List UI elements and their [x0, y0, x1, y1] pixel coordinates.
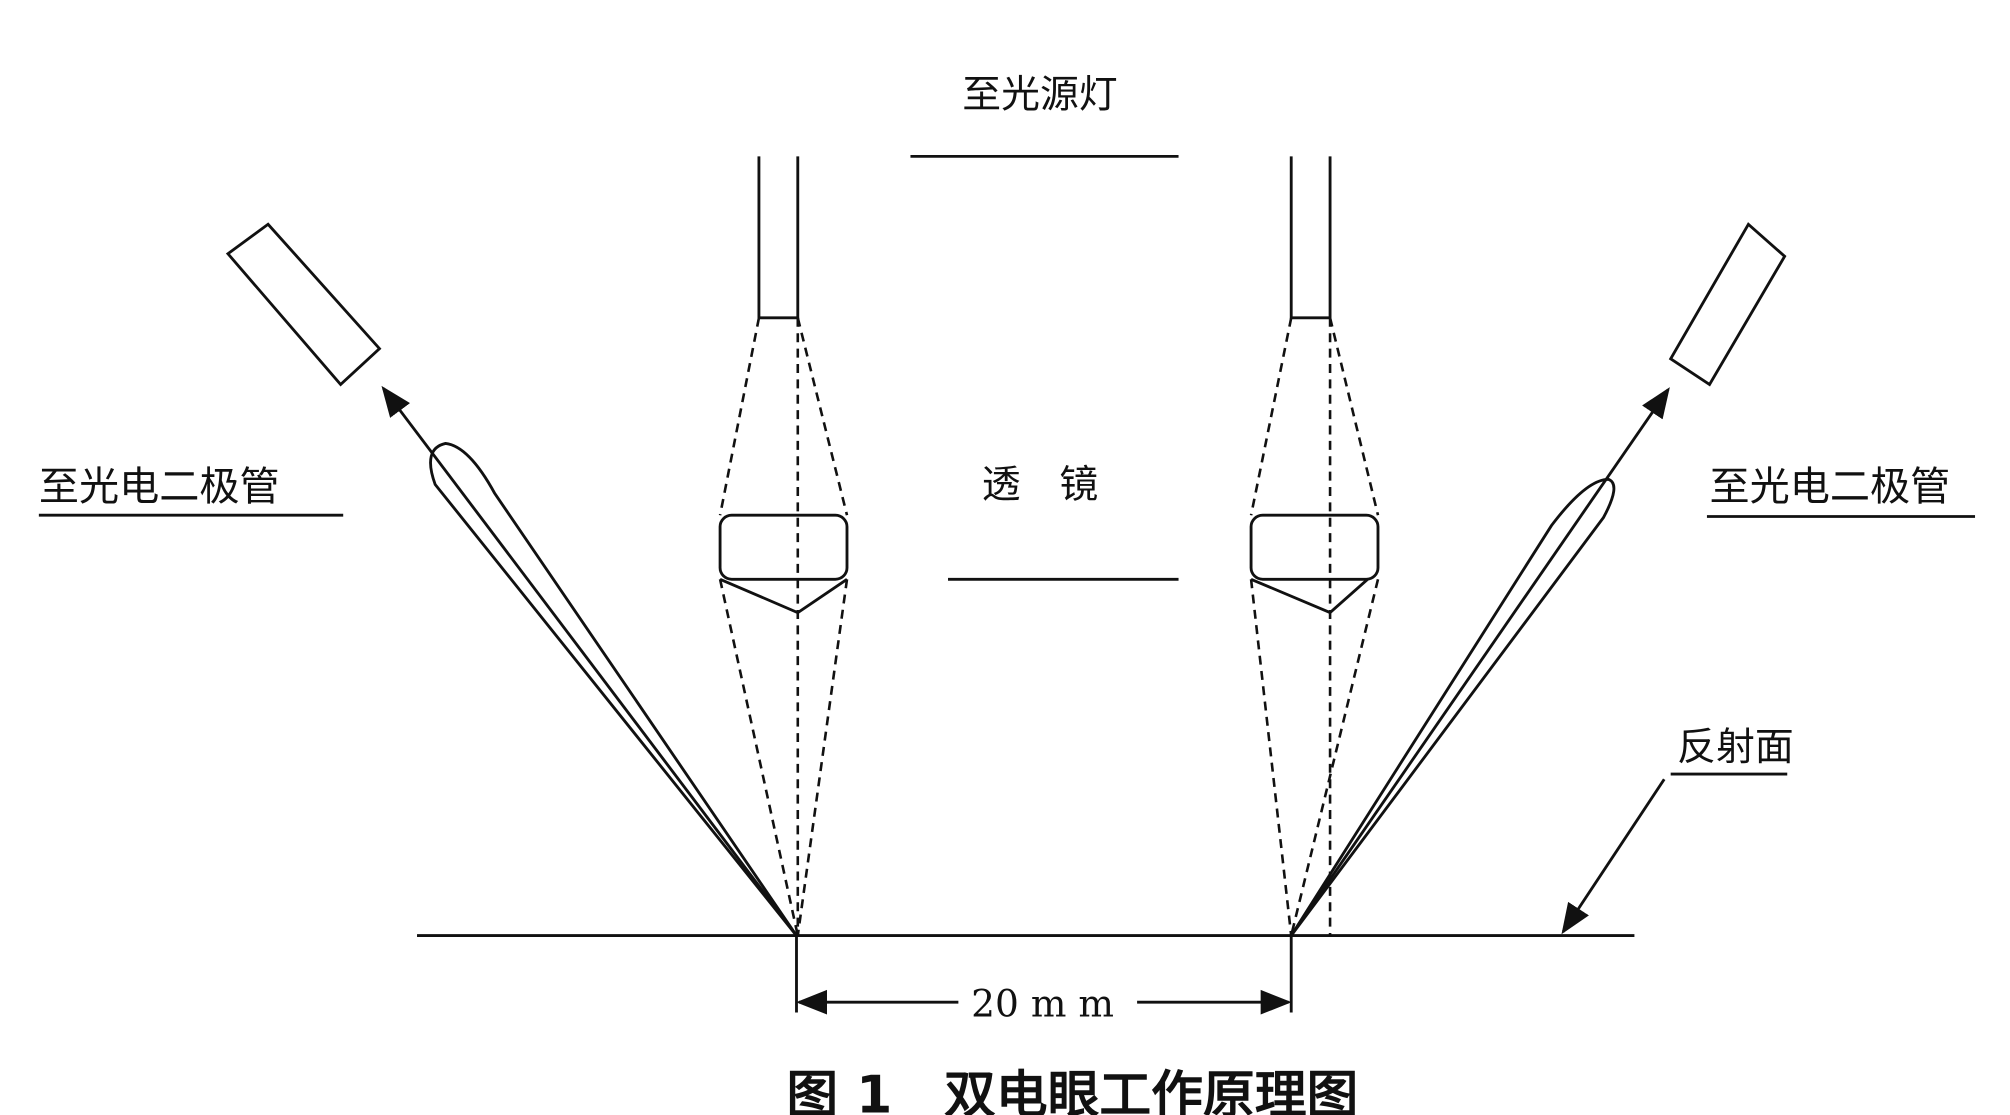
label-lens: 透 镜 [982, 462, 1099, 507]
left-reflection-lobe [429, 442, 798, 937]
left-light-fiber [757, 156, 800, 320]
reflective-surface-pointer-arrow [1561, 778, 1666, 935]
label-reflective-surface: 反射面 [1677, 725, 1794, 770]
label-to-photodiode-left: 至光电二极管 [39, 464, 280, 510]
right-light-fiber [1289, 156, 1332, 320]
right-lens [1249, 513, 1380, 615]
left-lens [718, 513, 849, 615]
right-light-cone [1249, 317, 1380, 936]
right-reflection-lobe [1290, 477, 1616, 937]
right-reflected-arrow [1290, 387, 1670, 937]
right-photodiode [1668, 222, 1787, 387]
left-reflected-arrow [381, 385, 798, 937]
label-to-photodiode-right: 至光电二极管 [1710, 464, 1951, 510]
left-light-cone [718, 317, 849, 936]
distance-dimension [795, 935, 1293, 1015]
figure-caption: 图 1 双电眼工作原理图 [786, 1066, 1358, 1115]
left-photodiode [225, 222, 382, 387]
distance-label: 20 m m [971, 981, 1114, 1025]
label-to-light-source: 至光源灯 [962, 73, 1117, 118]
